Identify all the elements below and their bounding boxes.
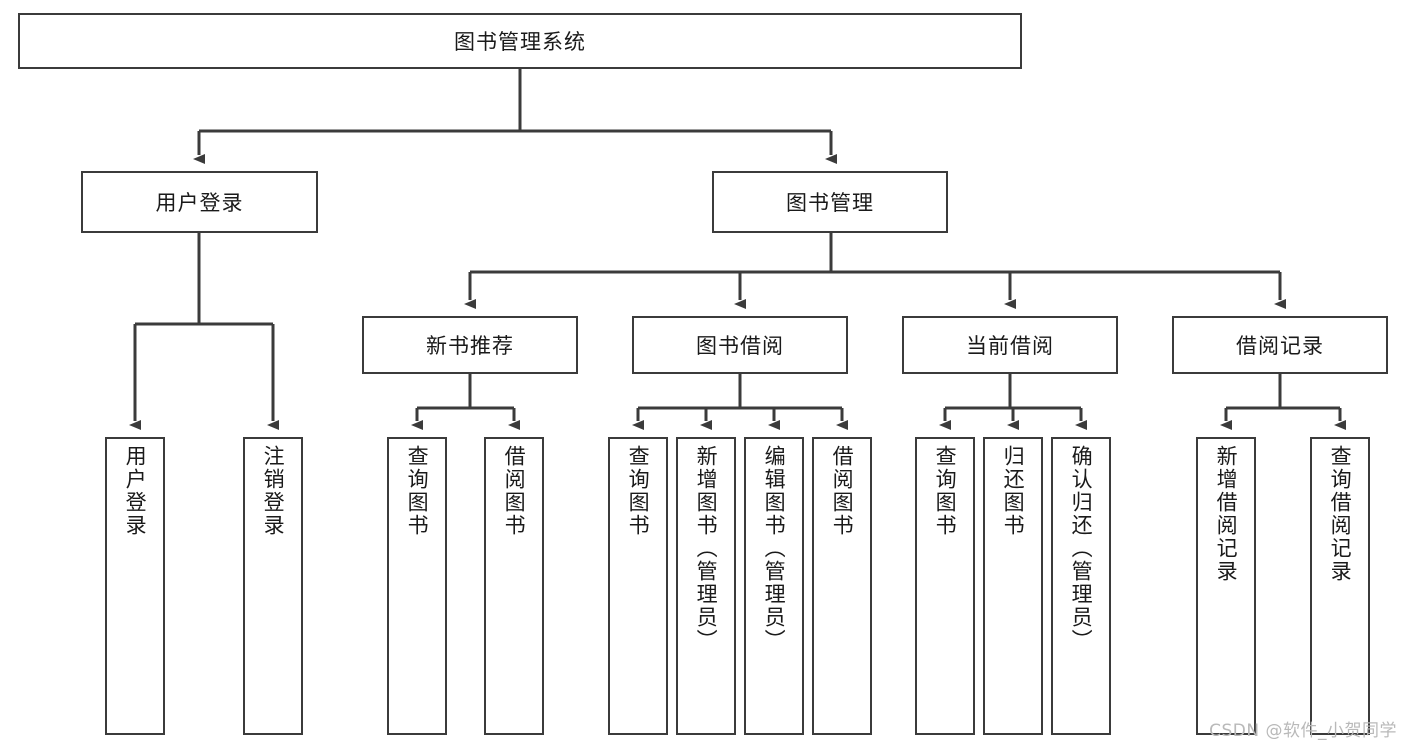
node-leaf-logout-label: 注销登录 bbox=[261, 445, 286, 537]
node-book-manage[interactable]: 图书管理 bbox=[712, 171, 948, 233]
node-new-book-recommend[interactable]: 新书推荐 bbox=[362, 316, 578, 374]
node-book-borrow-label: 图书借阅 bbox=[696, 334, 784, 358]
node-leaf-user-login[interactable]: 用户登录 bbox=[105, 437, 165, 735]
node-leaf-return-book-label: 归还图书 bbox=[1001, 445, 1026, 537]
node-leaf-query-book-3[interactable]: 查询图书 bbox=[915, 437, 975, 735]
node-leaf-return-book[interactable]: 归还图书 bbox=[983, 437, 1043, 735]
node-current-borrow-label: 当前借阅 bbox=[966, 334, 1054, 358]
node-borrow-record-label: 借阅记录 bbox=[1236, 334, 1324, 358]
node-leaf-add-record[interactable]: 新增借阅记录 bbox=[1196, 437, 1256, 735]
node-user-login-label: 用户登录 bbox=[155, 191, 244, 215]
node-leaf-query-book-1[interactable]: 查询图书 bbox=[387, 437, 447, 735]
node-book-borrow[interactable]: 图书借阅 bbox=[632, 316, 848, 374]
node-leaf-borrow-book-1[interactable]: 借阅图书 bbox=[484, 437, 544, 735]
node-leaf-logout[interactable]: 注销登录 bbox=[243, 437, 303, 735]
node-leaf-add-record-label: 新增借阅记录 bbox=[1214, 445, 1239, 583]
node-new-book-recommend-label: 新书推荐 bbox=[426, 334, 514, 358]
node-root[interactable]: 图书管理系统 bbox=[18, 13, 1022, 69]
node-leaf-query-book-2[interactable]: 查询图书 bbox=[608, 437, 668, 735]
node-leaf-confirm-return-label: 确认归还（管理员） bbox=[1069, 445, 1094, 652]
node-leaf-query-record-label: 查询借阅记录 bbox=[1328, 445, 1353, 583]
node-user-login[interactable]: 用户登录 bbox=[81, 171, 318, 233]
node-leaf-confirm-return[interactable]: 确认归还（管理员） bbox=[1051, 437, 1111, 735]
node-borrow-record[interactable]: 借阅记录 bbox=[1172, 316, 1388, 374]
node-leaf-query-book-3-label: 查询图书 bbox=[933, 445, 958, 537]
node-leaf-add-book-label: 新增图书（管理员） bbox=[694, 445, 719, 652]
watermark: CSDN @软件_小贺同学 bbox=[1209, 721, 1397, 741]
node-book-manage-label: 图书管理 bbox=[786, 191, 874, 215]
node-leaf-user-login-label: 用户登录 bbox=[123, 445, 148, 537]
node-leaf-add-book[interactable]: 新增图书（管理员） bbox=[676, 437, 736, 735]
node-leaf-borrow-book-2[interactable]: 借阅图书 bbox=[812, 437, 872, 735]
node-leaf-query-book-2-label: 查询图书 bbox=[626, 445, 651, 537]
node-leaf-query-book-1-label: 查询图书 bbox=[405, 445, 430, 537]
node-leaf-borrow-book-2-label: 借阅图书 bbox=[830, 445, 855, 537]
node-leaf-edit-book-label: 编辑图书（管理员） bbox=[762, 445, 787, 652]
node-leaf-borrow-book-1-label: 借阅图书 bbox=[502, 445, 527, 537]
node-current-borrow[interactable]: 当前借阅 bbox=[902, 316, 1118, 374]
node-leaf-query-record[interactable]: 查询借阅记录 bbox=[1310, 437, 1370, 735]
node-root-label: 图书管理系统 bbox=[454, 30, 586, 54]
node-leaf-edit-book[interactable]: 编辑图书（管理员） bbox=[744, 437, 804, 735]
